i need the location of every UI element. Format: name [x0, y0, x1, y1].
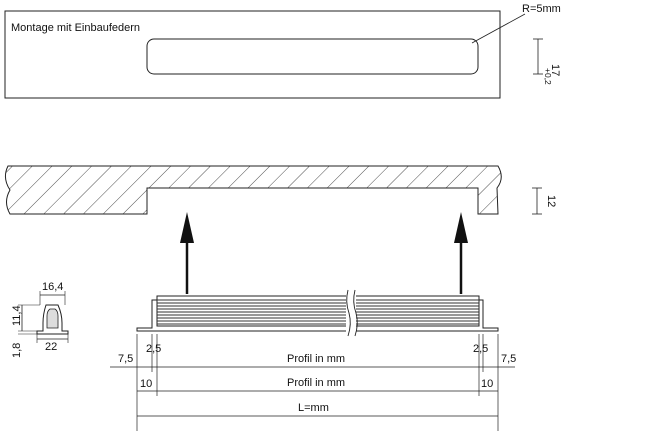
dimension-labels: 7,5 2,5 Profil in mm 2,5 7,5 10 Profil i… — [118, 343, 516, 414]
hatched-worktop — [4, 165, 502, 215]
right-inset-value: 2,5 — [473, 343, 488, 355]
section-view: 12 — [4, 165, 557, 215]
left-offset-value: 10 — [140, 378, 152, 390]
insertion-arrows — [180, 212, 468, 294]
base-width-value: 22 — [45, 341, 57, 353]
left-inset-value: 2,5 — [146, 343, 161, 355]
profile-label-row2: Profil in mm — [287, 377, 345, 389]
cross-section-inner — [46, 308, 59, 329]
led-profile — [136, 289, 499, 337]
top-view-title: Montage mit Einbaufedern — [11, 22, 140, 34]
lower-height-value: 1,8 — [11, 343, 23, 358]
left-overhang-value: 7,5 — [118, 353, 133, 365]
upper-height-value: 11,4 — [11, 305, 23, 326]
profile-ribs — [157, 299, 479, 325]
right-offset-value: 10 — [481, 378, 493, 390]
profile-label-row1: Profil in mm — [287, 353, 345, 365]
height-dim-value: 17 — [549, 64, 561, 76]
profile-body — [156, 295, 480, 327]
dimension-chain — [110, 334, 515, 431]
radius-leader-line — [471, 13, 526, 44]
right-overhang-value: 7,5 — [501, 353, 516, 365]
break-line-left — [346, 289, 351, 337]
profile-cross-section: 16,4 11,4 1,8 22 — [11, 281, 69, 358]
right-arrow-head — [454, 212, 468, 243]
total-length-label: L=mm — [298, 402, 329, 414]
radius-label: R=5mm — [522, 3, 561, 15]
depth-dim-value: 12 — [545, 195, 557, 207]
left-arrow-head — [180, 212, 194, 243]
break-line-right — [353, 289, 358, 337]
top-width-value: 16,4 — [42, 281, 63, 293]
top-view: Montage mit Einbaufedern R=5mm 17 +0,2 — [4, 3, 561, 99]
break-gap — [346, 290, 356, 336]
cutout-slot — [146, 38, 479, 75]
height-dim-tolerance: +0,2 — [543, 68, 553, 85]
